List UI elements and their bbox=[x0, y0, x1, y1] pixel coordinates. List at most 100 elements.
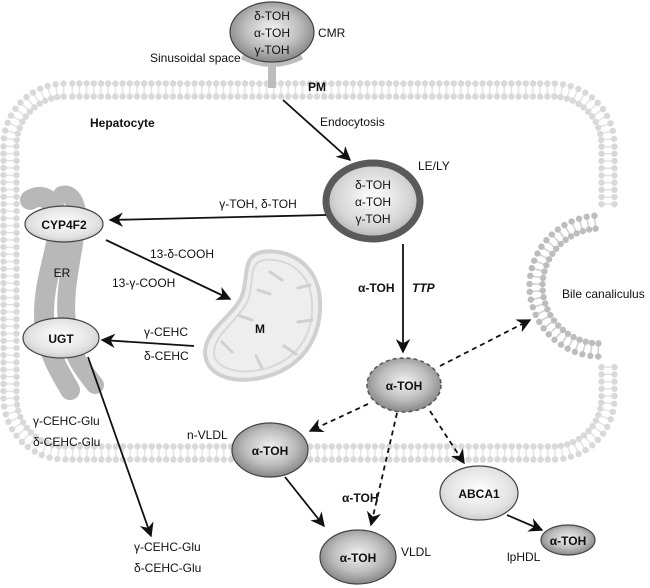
phospholipid-head bbox=[364, 93, 371, 100]
phospholipid-head bbox=[13, 394, 20, 402]
phospholipid-head bbox=[227, 456, 235, 463]
phospholipid-head bbox=[18, 438, 26, 446]
ugt-enzyme[interactable]: UGT bbox=[22, 317, 100, 359]
phospholipid-head bbox=[532, 311, 539, 319]
phospholipid-head bbox=[0, 222, 7, 229]
phospholipid-head bbox=[220, 93, 227, 100]
phospholipid-head bbox=[83, 93, 90, 100]
phospholipid-head bbox=[119, 80, 126, 87]
phospholipid-head bbox=[378, 443, 386, 450]
le-ly-vesicle[interactable]: δ-TOH α-TOH γ-TOH bbox=[322, 159, 424, 243]
phospholipid-head bbox=[112, 80, 119, 87]
phospholipid-head bbox=[0, 171, 7, 179]
phospholipid-head bbox=[540, 325, 547, 332]
phospholipid-head bbox=[472, 443, 479, 450]
alpha-toh-pool-label: α-TOH bbox=[386, 379, 423, 393]
lphdl-particle[interactable]: α-TOH bbox=[540, 524, 596, 556]
phospholipid-head bbox=[83, 80, 90, 87]
phospholipid-head bbox=[526, 280, 533, 288]
phospholipid-head bbox=[357, 80, 364, 87]
phospholipid-head bbox=[595, 340, 602, 347]
phospholipid-head bbox=[567, 82, 574, 90]
arrow-nvldl-to-vldl bbox=[284, 476, 325, 528]
sinusoidal-space-label: Sinusoidal space bbox=[150, 51, 241, 65]
phospholipid-head bbox=[0, 143, 7, 150]
pool-to-vldl-label: α-TOH bbox=[342, 491, 379, 505]
phospholipid-head bbox=[429, 93, 436, 100]
phospholipid-head bbox=[457, 93, 465, 100]
phospholipid-head bbox=[588, 94, 596, 101]
phospholipid-head bbox=[13, 265, 20, 272]
phospholipid-head bbox=[486, 93, 493, 100]
phospholipid-head bbox=[148, 456, 155, 463]
phospholipid-head bbox=[43, 439, 50, 447]
phospholipid-head bbox=[328, 456, 335, 463]
phospholipid-head bbox=[13, 287, 20, 294]
phospholipid-head bbox=[526, 288, 533, 296]
phospholipid-head bbox=[220, 456, 227, 463]
phospholipid-head bbox=[589, 422, 596, 430]
phospholipid-head bbox=[537, 80, 544, 87]
abca1-transporter[interactable]: ABCA1 bbox=[439, 465, 519, 521]
phospholipid-head bbox=[592, 118, 599, 126]
cmr-particle[interactable]: δ-TOH α-TOH γ-TOH bbox=[229, 1, 315, 63]
ugt-out-label-2: δ-CEHC-Glu bbox=[134, 561, 201, 575]
hepatocyte-label: Hepatocyte bbox=[90, 116, 155, 130]
phospholipid-head bbox=[508, 456, 515, 463]
n-vldl-particle[interactable]: α-TOH bbox=[231, 422, 309, 478]
phospholipid-head bbox=[13, 432, 20, 439]
phospholipid-head bbox=[314, 443, 321, 450]
phospholipid-head bbox=[306, 80, 313, 87]
phospholipid-head bbox=[515, 443, 523, 450]
phospholipid-head bbox=[564, 441, 571, 448]
phospholipid-head bbox=[126, 93, 133, 100]
phospholipid-head bbox=[515, 93, 522, 100]
phospholipid-head bbox=[148, 443, 155, 450]
phospholipid-head bbox=[472, 456, 479, 463]
phospholipid-head bbox=[119, 443, 127, 450]
phospholipid-head bbox=[393, 80, 400, 87]
phospholipid-head bbox=[436, 443, 443, 450]
phospholipid-head bbox=[350, 443, 357, 450]
phospholipid-head bbox=[598, 165, 605, 172]
phospholipid-head bbox=[543, 237, 550, 244]
phospholipid-head bbox=[472, 80, 479, 87]
phospholipid-head bbox=[126, 456, 134, 463]
phospholipid-head bbox=[530, 443, 537, 450]
phospholipid-head bbox=[443, 456, 451, 463]
phospholipid-head bbox=[599, 105, 607, 113]
phospholipid-head bbox=[198, 456, 206, 463]
phospholipid-head bbox=[69, 93, 76, 100]
phospholipid-head bbox=[0, 157, 7, 164]
phospholipid-head bbox=[486, 456, 494, 463]
alpha-toh-pool[interactable]: α-TOH bbox=[366, 357, 442, 413]
phospholipid-head bbox=[13, 222, 20, 229]
phospholipid-head bbox=[443, 80, 450, 87]
phospholipid-head bbox=[134, 443, 141, 450]
phospholipid-head bbox=[342, 443, 350, 450]
phospholipid-head bbox=[378, 93, 385, 100]
vldl-particle[interactable]: α-TOH bbox=[319, 529, 397, 585]
lphdl-content: α-TOH bbox=[550, 534, 587, 548]
phospholipid-head bbox=[564, 330, 572, 337]
phospholipid-head bbox=[539, 274, 547, 282]
n-vldl-label: n-VLDL bbox=[187, 428, 228, 442]
phospholipid-head bbox=[13, 143, 20, 150]
phospholipid-head bbox=[544, 80, 551, 87]
ttp-label: TTP bbox=[412, 281, 436, 295]
phospholipid-head bbox=[256, 80, 263, 87]
phospholipid-head bbox=[220, 443, 227, 450]
phospholipid-head bbox=[198, 93, 205, 100]
phospholipid-head bbox=[141, 80, 148, 87]
phospholipid-head bbox=[580, 432, 588, 439]
phospholipid-head bbox=[155, 93, 162, 100]
phospholipid-head bbox=[585, 427, 592, 435]
phospholipid-head bbox=[162, 93, 169, 100]
phospholipid-head bbox=[349, 93, 357, 100]
phospholipid-head bbox=[0, 186, 7, 193]
phospholipid-head bbox=[8, 426, 16, 433]
phospholipid-head bbox=[371, 456, 379, 463]
phospholipid-head bbox=[486, 80, 493, 87]
cyp4f2-enzyme[interactable]: CYP4F2 bbox=[24, 205, 104, 243]
phospholipid-head bbox=[321, 456, 328, 463]
